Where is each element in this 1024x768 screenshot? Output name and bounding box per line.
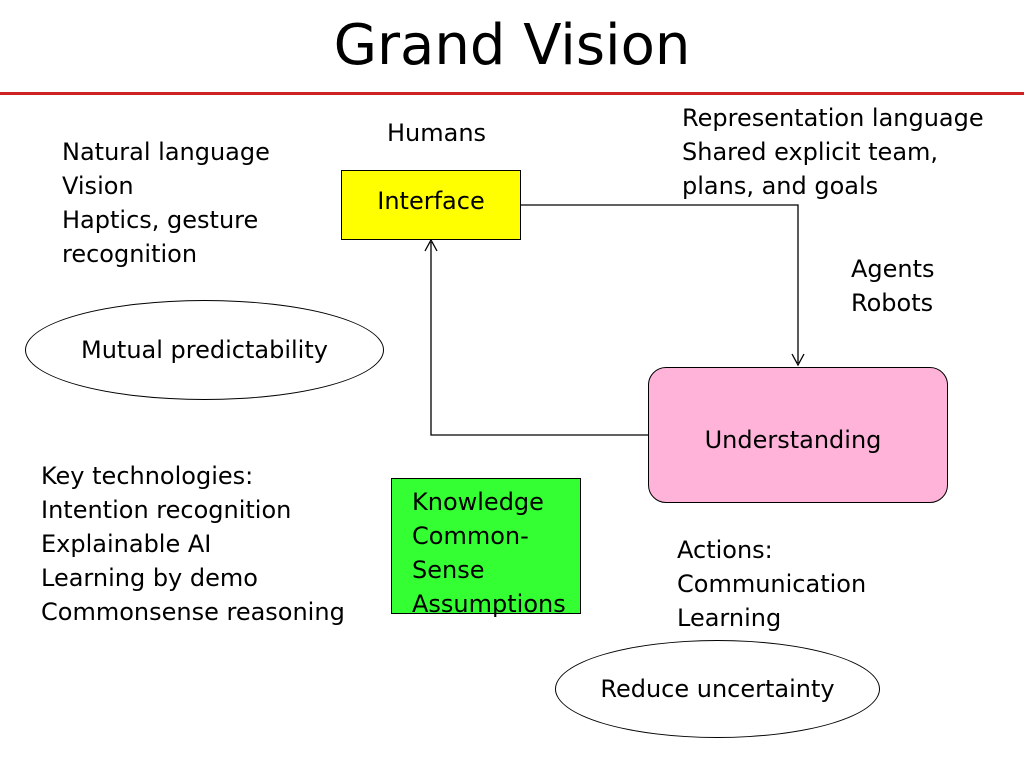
mutual-predictability-label: Mutual predictability <box>81 336 328 364</box>
key-technologies-line: Learning by demo <box>41 564 258 592</box>
representation-line: plans, and goals <box>682 172 879 200</box>
interface-label: Interface <box>377 187 485 215</box>
knowledge-line: Sense <box>412 556 485 584</box>
agents-robots-line: Robots <box>851 289 934 317</box>
reduce-uncertainty-ellipse: Reduce uncertainty <box>555 640 880 738</box>
interface-box: Interface <box>341 170 521 240</box>
actions-list: Actions: Communication Learning <box>677 533 866 635</box>
agents-robots-label: Agents Robots <box>851 252 935 320</box>
knowledge-line: Knowledge <box>412 488 544 516</box>
natural-language-list: Natural language Vision Haptics, gesture… <box>62 135 270 271</box>
arrowhead-understanding <box>791 353 805 367</box>
knowledge-box: Knowledge Common- Sense Assumptions <box>391 478 581 618</box>
natural-language-line: Natural language <box>62 138 270 166</box>
arrowhead-interface <box>424 238 438 252</box>
understanding-box: Understanding <box>648 367 948 503</box>
actions-line: Communication <box>677 570 867 598</box>
title-rule <box>0 92 1024 95</box>
key-technologies-list: Key technologies: Intention recognition … <box>41 459 345 629</box>
key-technologies-line: Explainable AI <box>41 530 212 558</box>
mutual-predictability-ellipse: Mutual predictability <box>25 300 384 400</box>
slide-title: Grand Vision <box>333 13 691 78</box>
knowledge-line: Assumptions <box>412 590 566 618</box>
knowledge-line: Common- <box>412 522 529 550</box>
natural-language-line: Haptics, gesture <box>62 206 259 234</box>
key-technologies-line: Intention recognition <box>41 496 292 524</box>
representation-line: Representation language <box>682 104 984 132</box>
agents-robots-line: Agents <box>851 255 935 283</box>
key-technologies-line: Key technologies: <box>41 462 254 490</box>
arrow-understanding-to-interface <box>430 242 648 436</box>
representation-line: Shared explicit team, <box>682 138 939 166</box>
humans-label: Humans <box>387 119 487 147</box>
representation-language-text: Representation language Shared explicit … <box>682 101 984 203</box>
natural-language-line: Vision <box>62 172 134 200</box>
understanding-label: Understanding <box>704 426 882 454</box>
actions-line: Actions: <box>677 536 773 564</box>
key-technologies-line: Commonsense reasoning <box>41 598 345 626</box>
actions-line: Learning <box>677 604 782 632</box>
natural-language-line: recognition <box>62 240 198 268</box>
reduce-uncertainty-label: Reduce uncertainty <box>600 675 835 703</box>
arrow-interface-to-understanding <box>521 204 799 363</box>
